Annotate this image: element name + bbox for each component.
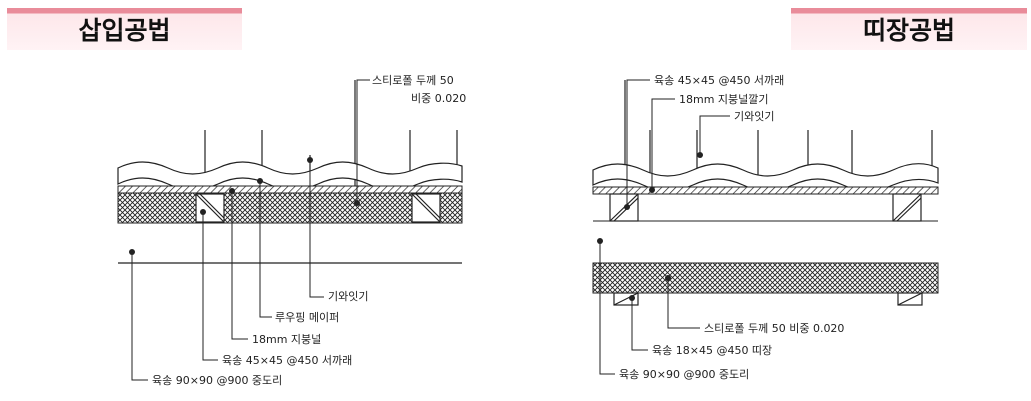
right-tile-hooks (624, 80, 933, 178)
label-left-tile: 기와잇기 (328, 290, 368, 303)
label-left-styrofoam-2: 비중 0.020 (411, 92, 466, 105)
left-leader-lines (131, 79, 370, 381)
label-left-roofing: 루우핑 메이퍼 (275, 311, 339, 324)
left-rafter-boxes (195, 193, 441, 223)
right-rafter-boxes (609, 193, 922, 222)
right-section: 육송 45×45 @450 서까래 18mm 지붕널깔기 기와잇기 스티로폴 두… (592, 74, 939, 381)
label-right-sheathing: 18mm 지붕널깔기 (679, 92, 769, 106)
label-left-sheathing: 18mm 지붕널 (252, 333, 321, 346)
right-leader-lines (599, 79, 730, 375)
label-left-rafter: 육송 45×45 @450 서까래 (222, 354, 352, 367)
right-sheathing-layer (592, 186, 939, 195)
left-section: 스티로폴 두께 50 비중 0.020 기와잇기 루우핑 메이퍼 18mm 지붕… (117, 74, 466, 387)
left-tile-layer (117, 161, 463, 191)
label-right-purlin: 육송 90×90 @900 중도리 (619, 368, 749, 381)
label-right-tile: 기와잇기 (734, 110, 774, 123)
right-tile-layer (592, 163, 939, 192)
label-right-rafter: 육송 45×45 @450 서까래 (654, 74, 784, 87)
left-styrofoam-layer (117, 192, 463, 224)
right-batten-boxes (613, 292, 923, 306)
label-left-purlin: 육송 90×90 @900 중도리 (152, 374, 282, 387)
title-insertion-method: 삽입공법 (7, 8, 242, 50)
left-sheathing-layer (117, 185, 463, 194)
title-batten-method: 띠장공법 (791, 8, 1027, 50)
right-styrofoam-layer (592, 262, 939, 294)
label-left-styrofoam-1: 스티로폴 두께 50 (372, 74, 454, 87)
label-right-styrofoam: 스티로폴 두께 50 비중 0.020 (704, 322, 844, 335)
label-right-batten: 육송 18×45 @450 띠장 (652, 344, 772, 357)
